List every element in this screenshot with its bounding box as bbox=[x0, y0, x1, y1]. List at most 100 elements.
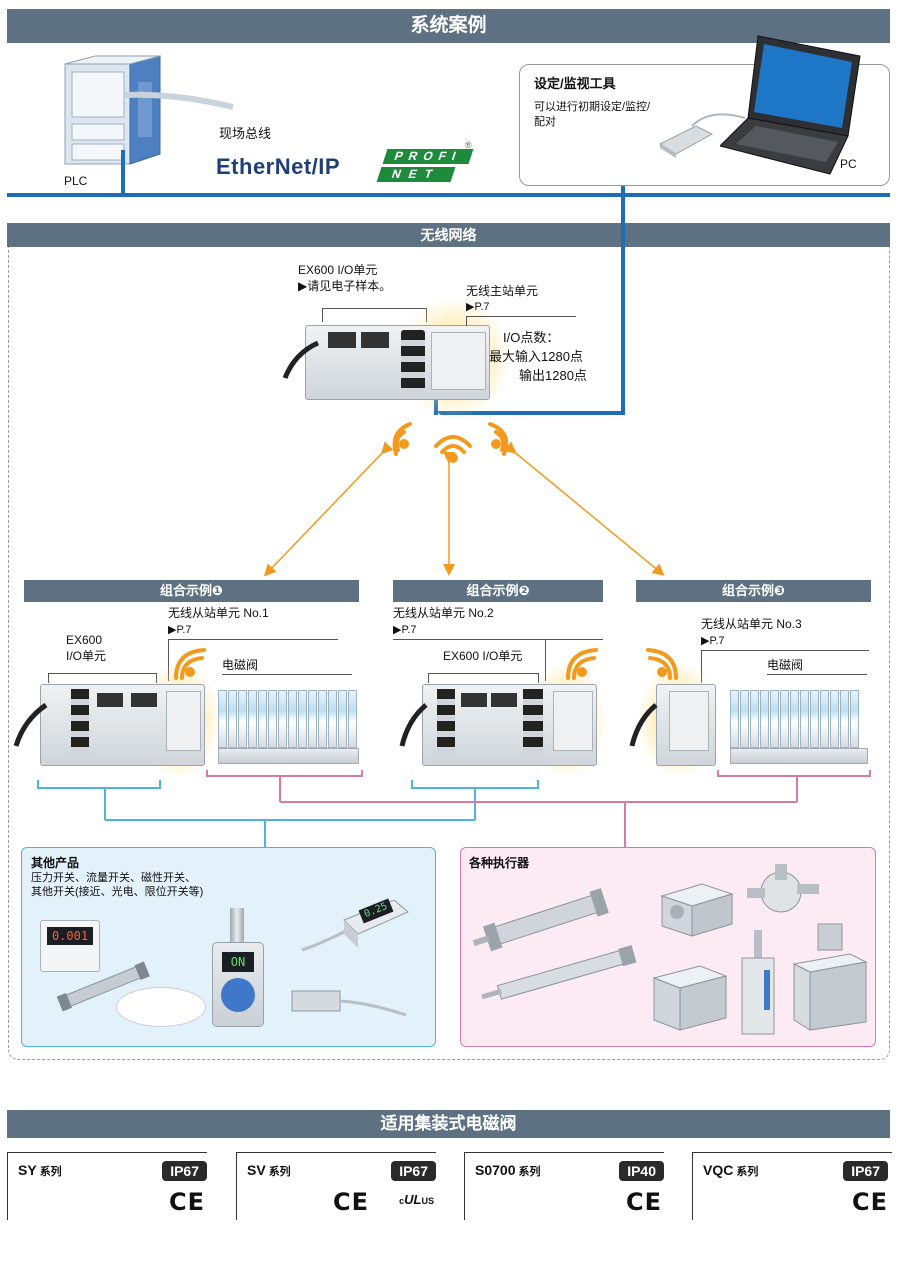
example-3-cable bbox=[629, 703, 658, 747]
fieldbus-label: 现场总线 bbox=[219, 126, 272, 141]
tool-title: 设定/监视工具 bbox=[534, 76, 616, 91]
example-1-valve-pointer bbox=[222, 674, 352, 675]
tool-desc-2: 配对 bbox=[534, 116, 556, 128]
example-3-valve-pointer bbox=[767, 674, 867, 675]
wireless-network-header: 无线网络 bbox=[7, 223, 890, 247]
series-rule-2 bbox=[236, 1152, 436, 1153]
ex600-bracket-left bbox=[322, 308, 323, 322]
master-title: 无线主站单元 bbox=[466, 284, 539, 298]
rotary-clamp-image bbox=[738, 930, 778, 1038]
other-products-desc-1: 压力开关、流量开关、磁性开关、 bbox=[31, 872, 196, 884]
example-1-slave-ref: ▶P.7 bbox=[168, 624, 192, 636]
example-3-slave-pointer bbox=[701, 650, 869, 651]
registered-mark-icon: ® bbox=[465, 140, 472, 150]
series-rule-4 bbox=[692, 1152, 892, 1153]
example-2-slave-ref: ▶P.7 bbox=[393, 624, 417, 636]
digital-flow-switch-image: 0.25 bbox=[300, 898, 410, 960]
example-1-valve-bank bbox=[218, 690, 357, 748]
guided-cylinder-image bbox=[650, 958, 730, 1034]
example-2-ex600-bracket bbox=[428, 673, 538, 674]
plc-signal-swoosh bbox=[125, 91, 234, 110]
example-1-valve-label: 电磁阀 bbox=[222, 658, 259, 672]
series-rule-1 bbox=[7, 1152, 207, 1153]
other-products-title: 其他产品 bbox=[31, 856, 80, 870]
profinet-logo-bottom: NET bbox=[376, 167, 456, 182]
tie-rod-cylinder-image bbox=[470, 885, 620, 960]
compact-cylinder-image bbox=[656, 880, 736, 940]
example-1-header: 组合示例❶ bbox=[24, 580, 359, 602]
laptop-image bbox=[719, 34, 870, 189]
master-network-link bbox=[438, 411, 625, 415]
example-2-ex600: EX600 I/O单元 bbox=[443, 649, 523, 663]
pc-network-drop bbox=[621, 186, 625, 195]
example-2-slave-pointer bbox=[393, 639, 603, 640]
example-3-wireless-icon bbox=[646, 648, 678, 680]
tool-desc-1: 可以进行初期设定/监控/ bbox=[534, 101, 651, 113]
example-1-cable bbox=[13, 702, 48, 747]
profinet-logo: PROFI NET ® bbox=[376, 140, 474, 186]
example-2-slave-label: 无线从站单元 No.2 bbox=[393, 606, 494, 620]
io-max-input: 最大输入1280点 bbox=[489, 349, 583, 364]
wireless-arrows bbox=[263, 441, 665, 577]
sensor-zoom-circle bbox=[116, 987, 206, 1027]
example-3-valve-bank bbox=[730, 690, 859, 748]
ip-badge-s0700: IP40 bbox=[619, 1161, 664, 1181]
example-2-slave-pointer-tick bbox=[545, 639, 546, 681]
master-cable bbox=[282, 340, 320, 379]
plc-image bbox=[60, 52, 165, 167]
magnetic-cylinder-image bbox=[52, 955, 162, 1020]
example-3-header: 组合示例❸ bbox=[636, 580, 871, 602]
master-pointer-line bbox=[466, 316, 576, 317]
ex600-bracket-top bbox=[322, 308, 426, 309]
master-manifold-image bbox=[305, 325, 490, 400]
example-3-slave-pointer-tick bbox=[701, 650, 702, 683]
series-rule-3 bbox=[464, 1152, 664, 1153]
plc-network-drop bbox=[121, 150, 125, 195]
example-1-manifold-image bbox=[40, 684, 205, 766]
example-2-cable bbox=[399, 703, 428, 747]
example-3-valve-label: 电磁阀 bbox=[767, 658, 804, 672]
ul-mark-icon: cULUS bbox=[399, 1192, 434, 1207]
example-1-ex600-bracket bbox=[48, 673, 156, 674]
ce-mark-icon: CE bbox=[851, 1188, 888, 1216]
example-1-slave-label: 无线从站单元 No.1 bbox=[168, 606, 269, 620]
wireless-adapter-image bbox=[656, 120, 716, 165]
system-example-header: 系统案例 bbox=[7, 9, 890, 43]
profinet-logo-top: PROFI bbox=[382, 149, 474, 164]
ex600-title: EX600 I/O单元 bbox=[298, 263, 378, 277]
example-2-ex600-bracket-l bbox=[428, 673, 429, 683]
example-1-ex600-bracket-l bbox=[48, 673, 49, 683]
pressure-switch-image: 0.001 bbox=[40, 920, 100, 972]
example-3-slave-image bbox=[656, 684, 716, 766]
connector-lines bbox=[37, 770, 871, 848]
gripper-image bbox=[745, 862, 825, 922]
example-1-slave-pointer-tick bbox=[168, 639, 169, 681]
example-2-wireless-icon bbox=[566, 648, 598, 680]
io-max-output: 输出1280点 bbox=[519, 368, 587, 383]
example-1-valve-base bbox=[218, 748, 359, 764]
clamp-cylinder-image bbox=[790, 920, 870, 1032]
example-3-slave-ref: ▶P.7 bbox=[701, 635, 725, 647]
manifold-valve-header: 适用集装式电磁阀 bbox=[7, 1110, 890, 1138]
ip-badge-vqc: IP67 bbox=[843, 1161, 888, 1181]
pc-label: PC bbox=[840, 157, 857, 171]
example-3-slave-label: 无线从站单元 No.3 bbox=[701, 617, 802, 631]
flow-switch-image: ON bbox=[212, 908, 266, 1033]
master-ref: ▶P.7 bbox=[466, 301, 490, 313]
ce-mark-icon: CE bbox=[168, 1188, 205, 1216]
example-2-header: 组合示例❷ bbox=[393, 580, 603, 602]
example-1-ex600-2: I/O单元 bbox=[66, 649, 107, 663]
example-1-slave-pointer bbox=[168, 639, 338, 640]
ip-badge-sy: IP67 bbox=[162, 1161, 207, 1181]
actuators-title: 各种执行器 bbox=[469, 856, 530, 870]
adapter-cable bbox=[691, 113, 746, 127]
master-pointer-tick bbox=[466, 316, 467, 326]
tool-box bbox=[519, 64, 890, 186]
